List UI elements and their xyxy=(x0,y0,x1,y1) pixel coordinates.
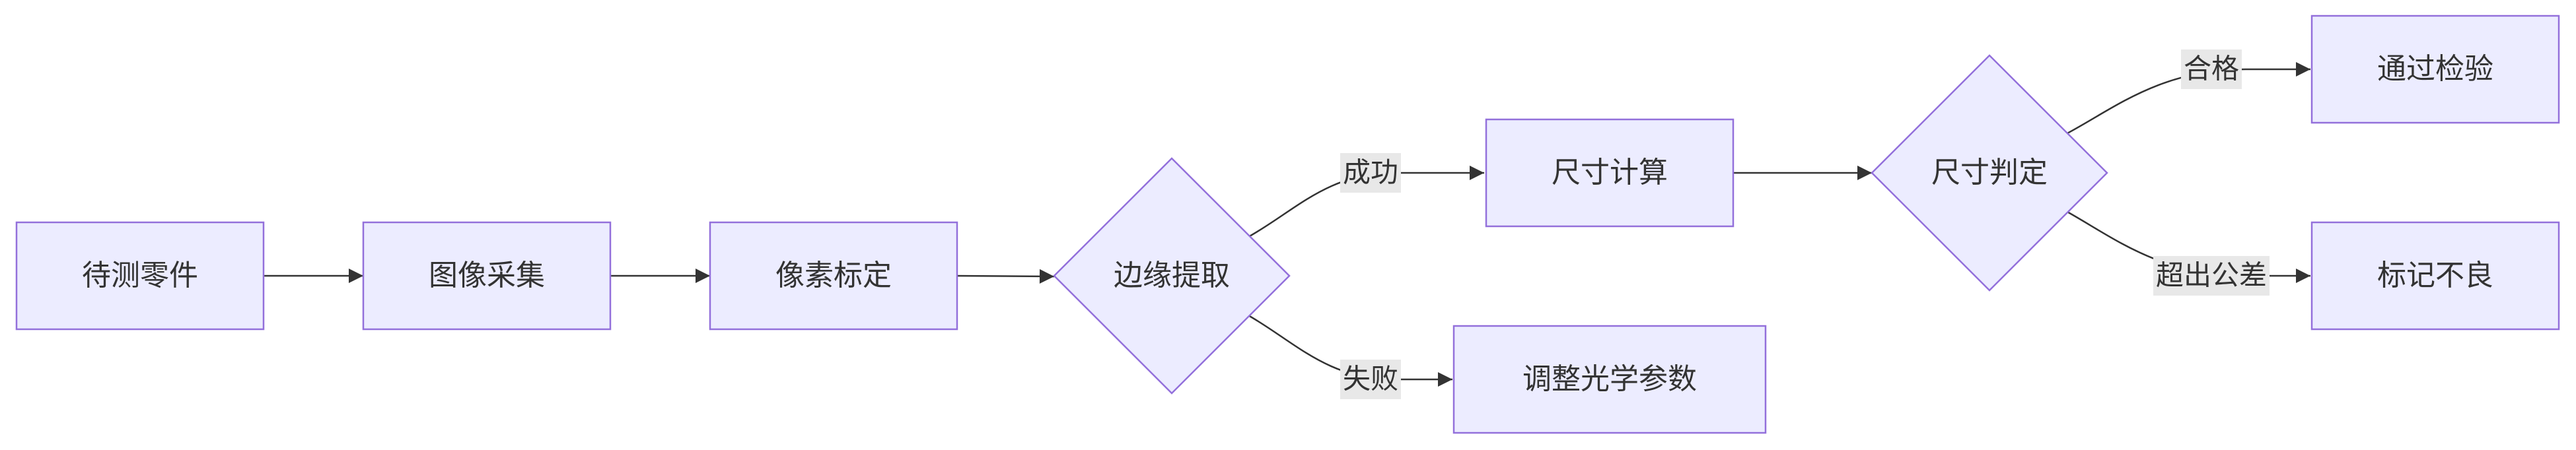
process-box xyxy=(2310,15,2560,124)
edge-label-background xyxy=(2153,256,2270,296)
edge-label-text: 超出公差 xyxy=(2156,259,2267,292)
node-calibrate: 像素标定 xyxy=(709,221,958,331)
node-label: 尺寸判定 xyxy=(1931,156,2048,189)
process-box xyxy=(1485,118,1735,228)
process-box xyxy=(709,221,958,331)
edge-label-background xyxy=(2180,49,2242,89)
node-compute: 尺寸计算 xyxy=(1485,118,1735,228)
node-label: 像素标定 xyxy=(775,259,892,292)
node-part: 待测零件 xyxy=(15,221,265,331)
node-label: 标记不良 xyxy=(2377,259,2493,292)
node-label: 调整光学参数 xyxy=(1522,362,1697,396)
node-edge: 边缘提取 xyxy=(1053,157,1291,395)
node-label: 边缘提取 xyxy=(1114,259,1230,292)
edge-label-edge-to-compute: 成功 xyxy=(1340,153,1402,193)
decision-diamond xyxy=(1871,54,2108,292)
node-adjust: 调整光学参数 xyxy=(1452,325,1767,434)
edge-label-edge-to-adjust: 失败 xyxy=(1340,360,1402,399)
node-label: 图像采集 xyxy=(429,259,545,292)
edge-label-judge-to-reject: 超出公差 xyxy=(2153,256,2270,296)
process-box xyxy=(362,221,612,331)
node-label: 尺寸计算 xyxy=(1552,156,1668,189)
node-reject: 标记不良 xyxy=(2310,221,2560,331)
decision-diamond xyxy=(1053,157,1291,395)
node-capture: 图像采集 xyxy=(362,221,612,331)
edge-label-background xyxy=(1340,360,1402,399)
edge-label-judge-to-pass: 合格 xyxy=(2180,49,2242,89)
process-box xyxy=(15,221,265,331)
process-box xyxy=(2310,221,2560,331)
edge-label-text: 成功 xyxy=(1343,156,1398,189)
node-label: 通过检验 xyxy=(2377,52,2493,86)
process-box xyxy=(1452,325,1767,434)
node-pass: 通过检验 xyxy=(2310,15,2560,124)
node-label: 待测零件 xyxy=(82,259,198,292)
node-judge: 尺寸判定 xyxy=(1871,54,2108,292)
edge-label-text: 失败 xyxy=(1343,363,1398,395)
edge-label-background xyxy=(1340,153,1402,193)
edge-label-text: 合格 xyxy=(2184,53,2239,85)
